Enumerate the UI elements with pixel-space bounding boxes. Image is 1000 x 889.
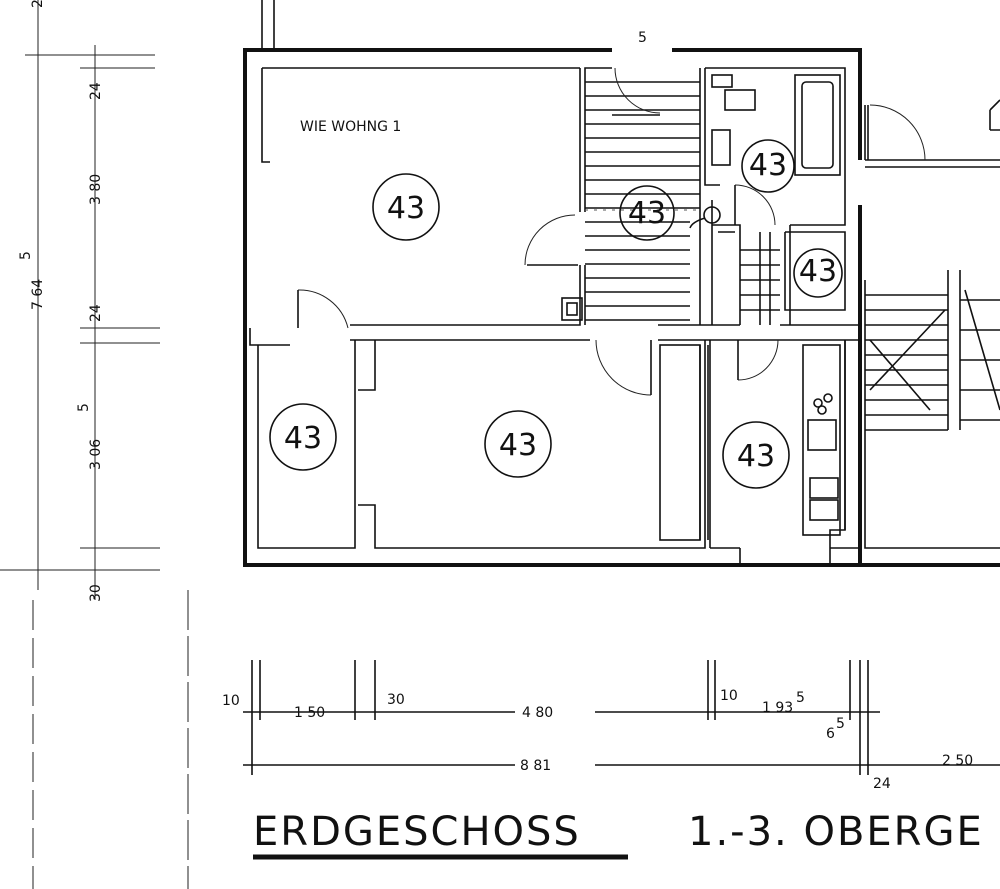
dim-wall-a: 30 [387,692,405,708]
dim-wall-left: 10 [222,693,240,709]
room-label: 43 [741,139,795,193]
horizontal-dimension-chain: 10 1 50 30 4 80 10 1 93 5 6 5 8 81 24 2 … [222,660,1000,792]
dim-mid-wall: 24 [88,304,104,322]
dim-small-sup: 5 [836,716,845,732]
room-label-text: 43 [284,421,322,456]
room-label-text: 43 [799,254,837,289]
dim-room-upper: 3 80 [88,174,104,205]
room-label-text: 43 [628,196,666,231]
dim-wall-b: 10 [720,688,738,704]
dim-bottom-wall: 30 [88,584,104,602]
room-label-text: 43 [387,191,425,226]
room-label: 43 [793,248,843,298]
doors [297,67,926,565]
dim-room-lower: 3 06 [88,439,104,470]
room-label-text: 43 [749,148,787,183]
walls [243,0,1000,567]
unit-note: WIE WOHNG 1 [300,119,401,135]
dim-right-offset: 24 [873,776,891,792]
room-label: 43 [484,410,552,478]
neighbour-stairwell [865,99,1000,421]
dim-total-height: 7 64 [30,279,46,310]
stairwell: 5 [561,30,780,325]
room-label: 43 [269,403,337,471]
title-upper-floors: 1.-3. OBERGE [688,809,984,855]
dim-room-c: 1 93 [762,700,793,716]
title-ground-floor: ERDGESCHOSS [253,809,581,855]
room-label: 43 [722,421,790,489]
room-label-text: 43 [499,428,537,463]
drawing-titles: ERDGESCHOSS 1.-3. OBERGE [253,809,984,860]
dim-room-a: 1 50 [294,705,325,721]
stair-number: 5 [638,30,647,46]
dim-right-next: 2 50 [942,753,973,769]
dim-total-height-sup: 5 [18,251,34,260]
room-label: 43 [372,173,440,241]
dim-room-c-sup: 5 [796,690,805,706]
dim-room-lower-sup: 5 [76,403,92,412]
dim-total-width: 8 81 [520,758,551,774]
room-labels: 43 43 43 43 43 43 43 [269,139,843,489]
room-label-text: 43 [737,439,775,474]
room-label: 43 [619,185,675,241]
dim-small: 6 [826,726,835,742]
dim-top-wall: 24 [88,82,104,100]
fixtures [659,74,846,541]
vertical-dimension-chain: 2 7 64 5 24 3 80 24 3 06 5 30 [0,0,189,889]
dim-room-b: 4 80 [522,705,553,721]
edge-mark-label: 2 [30,0,46,8]
